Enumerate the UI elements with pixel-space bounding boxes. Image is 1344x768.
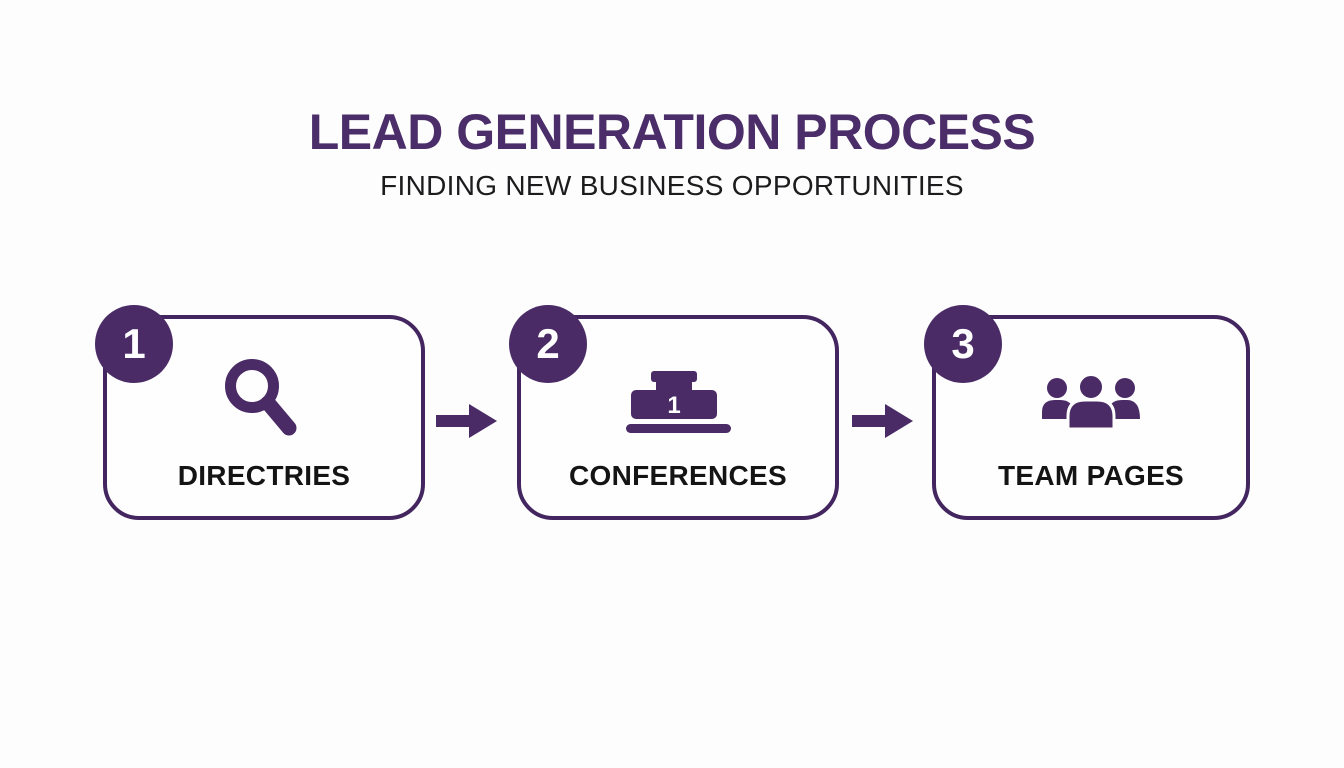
page-subtitle: FINDING NEW BUSINESS OPPORTUNITIES — [380, 170, 964, 201]
step-card-directories: 1 DIRECTRIES — [95, 305, 425, 520]
step-card-team-pages: 3 TEAM PAGES — [924, 305, 1250, 520]
step-label: CONFERENCES — [569, 460, 787, 491]
right-arrow-icon — [852, 404, 913, 438]
magnifier-icon — [107, 349, 421, 454]
step-number-badge: 3 — [924, 305, 1002, 383]
podium-icon: 1 — [521, 349, 835, 454]
right-arrow-icon — [436, 404, 497, 438]
step-number-badge: 1 — [95, 305, 173, 383]
page-title: LEAD GENERATION PROCESS — [308, 104, 1036, 160]
step-label: TEAM PAGES — [997, 460, 1185, 491]
step-card-conferences: 2 1 CONFERENCES — [509, 305, 839, 520]
people-icon — [936, 349, 1246, 454]
step-label: DIRECTRIES — [177, 460, 351, 491]
step-number-badge: 2 — [509, 305, 587, 383]
podium-rank-number: 1 — [667, 392, 680, 419]
